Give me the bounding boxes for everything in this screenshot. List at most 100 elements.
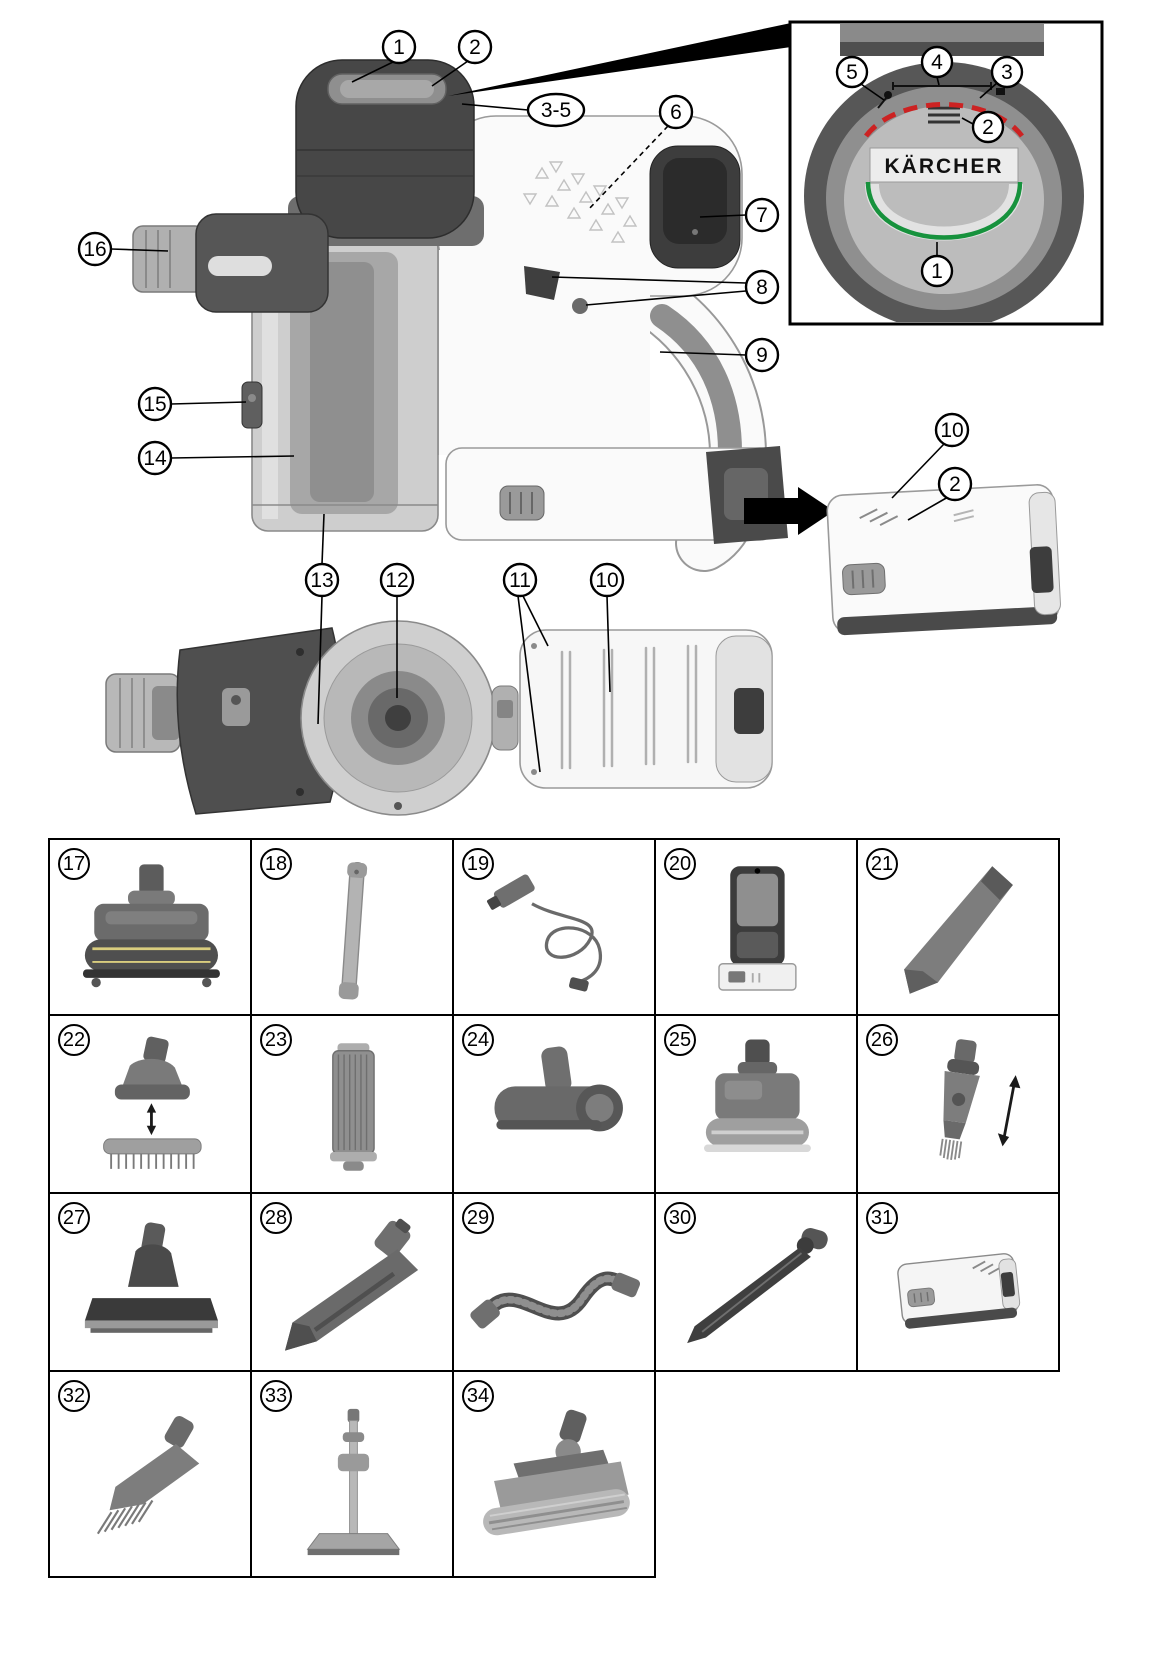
svg-text:3-5: 3-5: [541, 99, 571, 122]
accessory-badge: 30: [664, 1202, 696, 1234]
svg-text:5: 5: [846, 61, 858, 84]
accessory-badge: 32: [58, 1380, 90, 1412]
device-overview-figure: KÄRCHER 5 4 3 2 1: [77, 20, 1104, 816]
inset-callout-4: 4: [920, 45, 954, 79]
accessory-number: 23: [264, 1029, 288, 1051]
accessory-cell-21: 21: [856, 838, 1060, 1016]
accessory-cell-33: 33: [250, 1370, 454, 1578]
accessory-badge: 27: [58, 1202, 90, 1234]
brand-plate: [869, 147, 1019, 183]
accessory-cell-17: 17: [48, 838, 252, 1016]
inset-callout-3: 3: [990, 55, 1024, 89]
svg-text:4: 4: [931, 51, 943, 74]
device-diagram-svg: KÄRCHER 5 4 3 2 1: [77, 20, 1104, 816]
floor-stand-icon: [306, 1408, 400, 1556]
accessory-number: 34: [466, 1385, 490, 1407]
crevice-nozzle-icon: [903, 866, 1013, 994]
callout-2: 2: [457, 29, 493, 65]
accessory-cell-22: 22: [48, 1014, 252, 1194]
motorized-floor-nozzle-icon: [482, 1409, 630, 1536]
callout-15: 15: [137, 386, 173, 422]
motor-head: [288, 59, 484, 246]
svg-text:3: 3: [1001, 61, 1013, 84]
brand-label: KÄRCHER: [885, 155, 1004, 178]
accessory-cell-23: 23: [250, 1014, 454, 1194]
accessory-number: 22: [62, 1029, 86, 1051]
svg-text:8: 8: [756, 276, 768, 299]
filter-cartridge-icon: [329, 1043, 377, 1171]
main-body: [437, 115, 788, 572]
accessory-number: 20: [668, 853, 692, 875]
accessory-badge: 28: [260, 1202, 292, 1234]
inset-pointer-wedge: [448, 23, 791, 96]
svg-text:2: 2: [469, 36, 481, 59]
accessory-number: 33: [264, 1385, 288, 1407]
accessory-badge: 21: [866, 848, 898, 880]
accessory-badge: 23: [260, 1024, 292, 1056]
inset-leader-lines: [860, 76, 998, 256]
accessory-number: 17: [62, 853, 86, 875]
svg-text:16: 16: [83, 238, 106, 261]
svg-text:14: 14: [143, 447, 167, 470]
accessory-number: 30: [668, 1207, 692, 1229]
suction-inlet: [132, 213, 329, 313]
accessory-cell-28: 28: [250, 1192, 454, 1372]
svg-text:1: 1: [393, 36, 405, 59]
inset-callout-2: 2: [971, 110, 1005, 144]
accessories-table: 17 18: [48, 838, 1060, 1578]
angled-brush-nozzle-icon: [96, 1416, 199, 1535]
accessory-badge: 26: [866, 1024, 898, 1056]
accessory-cell-31: 31: [856, 1192, 1060, 1372]
filter-disc: [300, 620, 496, 816]
accessory-badge: 24: [462, 1024, 494, 1056]
accessory-badge: 18: [260, 848, 292, 880]
accessory-cell-25: 25: [654, 1014, 858, 1194]
battery-bottom-view: [519, 629, 773, 789]
svg-text:15: 15: [143, 393, 166, 416]
svg-text:11: 11: [509, 569, 531, 592]
device-bottom-view: [105, 620, 773, 816]
empty-cell: [655, 1371, 1059, 1577]
svg-text:12: 12: [385, 569, 408, 592]
accessory-number: 31: [870, 1207, 894, 1229]
accessory-cell-24: 24: [452, 1014, 656, 1194]
svg-text:7: 7: [756, 204, 768, 227]
svg-text:13: 13: [310, 569, 333, 592]
accessory-badge: 22: [58, 1024, 90, 1056]
accessory-number: 19: [466, 853, 490, 875]
accessory-badge: 34: [462, 1380, 494, 1412]
svg-text:2: 2: [982, 116, 994, 139]
accessory-badge: 25: [664, 1024, 696, 1056]
callout-10-battery: 10: [934, 412, 970, 448]
svg-text:10: 10: [595, 569, 618, 592]
callout-7: 7: [744, 197, 780, 233]
furniture-brush-nozzle-icon: [102, 1036, 202, 1169]
accessory-cell-18: 18: [250, 838, 454, 1016]
display: [649, 145, 741, 269]
callout-14: 14: [137, 440, 173, 476]
wall-mount-icon: [717, 866, 797, 991]
inset-callout-1: 1: [920, 254, 954, 288]
battery-latch: [491, 685, 519, 751]
leader-lines: [110, 60, 949, 773]
vent-pattern: [522, 161, 638, 243]
callout-1: 1: [381, 29, 417, 65]
accessory-number: 21: [870, 853, 894, 875]
flexible-crevice-tool-icon: [686, 1228, 828, 1344]
inset-artwork: KÄRCHER: [804, 24, 1084, 322]
suction-tube-icon: [338, 861, 367, 1000]
callout-3-5: 3-5: [526, 92, 586, 128]
large-crevice-nozzle-icon: [284, 1218, 418, 1351]
container-latch: [241, 381, 263, 429]
trigger: [524, 266, 588, 314]
callout-11: 11: [502, 562, 538, 598]
electric-floor-nozzle-icon: [82, 864, 220, 988]
callout-12: 12: [379, 562, 415, 598]
accessory-cell-19: 19: [452, 838, 656, 1016]
accessory-cell-34: 34: [452, 1370, 656, 1578]
callout-16: 16: [77, 231, 113, 267]
accessory-badge: 17: [58, 848, 90, 880]
callout-8: 8: [744, 269, 780, 305]
svg-text:2: 2: [949, 473, 961, 496]
battery-unlock-button: [499, 485, 545, 521]
